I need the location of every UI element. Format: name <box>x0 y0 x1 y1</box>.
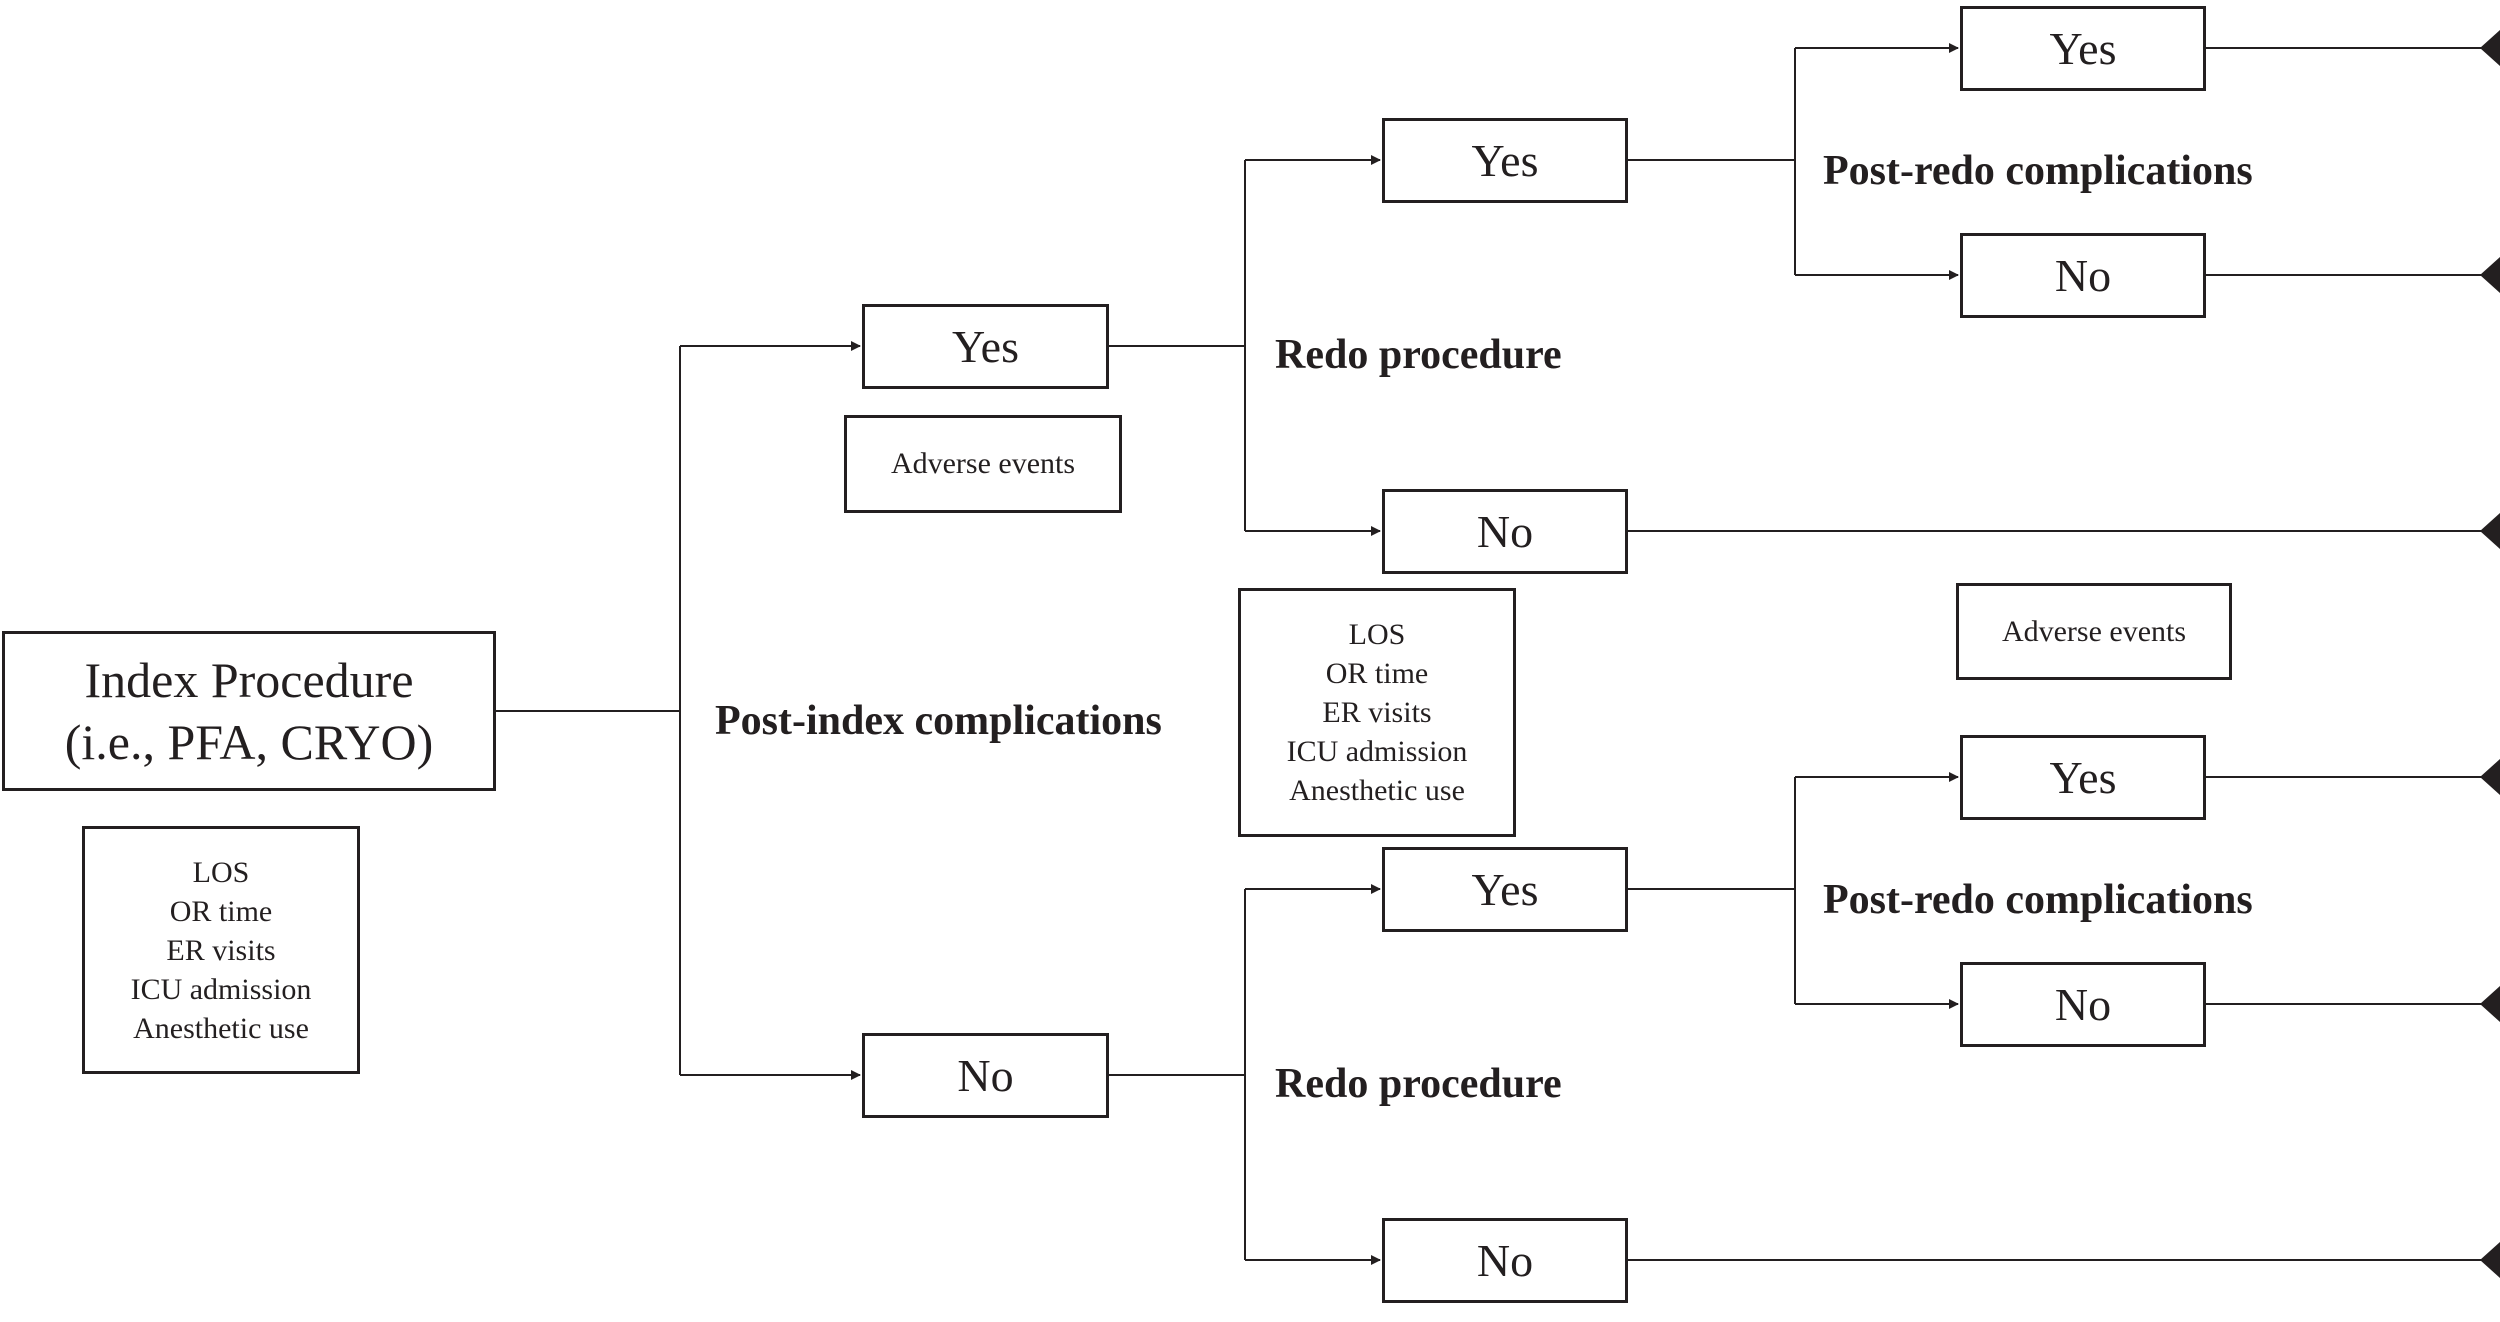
terminal-node-4 <box>2480 759 2500 795</box>
metric-item: LOS <box>192 855 250 889</box>
post-index-yes-label: Yes <box>952 321 1019 372</box>
redo-lower-no-box: No <box>1382 1218 1628 1303</box>
adverse-events-right-box: Adverse events <box>1956 583 2232 680</box>
post-redo-lower-no-box: No <box>1960 962 2206 1047</box>
metric-item: OR time <box>1325 657 1429 690</box>
post-redo-upper-yes-box: Yes <box>1960 6 2206 91</box>
metric-item: Anesthetic use <box>1289 774 1465 807</box>
redo-lower-yes-box: Yes <box>1382 847 1628 932</box>
redo-lower-no-label: No <box>1476 1235 1534 1286</box>
post-redo-upper-label: Post-redo complications <box>1823 148 2253 194</box>
metric-item: LOS <box>1348 618 1406 651</box>
metric-item: ER visits <box>166 933 276 967</box>
index-procedure-title: Index Procedure <box>84 651 414 708</box>
post-redo-lower-yes-label: Yes <box>2049 752 2117 803</box>
metric-item: OR time <box>169 894 273 928</box>
redo-procedure-upper-label: Redo procedure <box>1275 332 1562 378</box>
metric-item: ICU admission <box>1286 735 1468 768</box>
post-index-no-box: No <box>862 1033 1109 1118</box>
metric-item: ICU admission <box>130 972 312 1006</box>
redo-upper-no-label: No <box>1476 506 1534 557</box>
metric-item: Anesthetic use <box>133 1011 309 1045</box>
index-procedure-subtitle: (i.e., PFA, CRYO) <box>64 714 434 770</box>
metric-item: ER visits <box>1322 696 1432 729</box>
terminal-node-3 <box>2480 513 2500 549</box>
post-index-complications-label: Post-index complications <box>715 698 1162 744</box>
redo-upper-no-box: No <box>1382 489 1628 574</box>
terminal-node-6 <box>2480 1242 2500 1278</box>
index-metrics-box: LOS OR time ER visits ICU admission Anes… <box>82 826 360 1074</box>
terminal-node-5 <box>2480 986 2500 1022</box>
post-index-no-label: No <box>957 1050 1014 1101</box>
redo-lower-yes-label: Yes <box>1471 864 1539 915</box>
adverse-events-upper-label: Adverse events <box>890 447 1076 480</box>
post-redo-upper-no-box: No <box>1960 233 2206 318</box>
middle-metrics-box: LOS OR time ER visits ICU admission Anes… <box>1238 588 1516 837</box>
post-redo-lower-no-label: No <box>2054 979 2112 1030</box>
redo-upper-yes-box: Yes <box>1382 118 1628 203</box>
post-redo-upper-no-label: No <box>2054 250 2112 301</box>
terminal-node-2 <box>2480 257 2500 293</box>
post-redo-upper-yes-label: Yes <box>2049 23 2117 74</box>
redo-upper-yes-label: Yes <box>1471 135 1539 186</box>
index-procedure-box: Index Procedure (i.e., PFA, CRYO) <box>2 631 496 791</box>
post-redo-lower-yes-box: Yes <box>1960 735 2206 820</box>
adverse-events-upper-box: Adverse events <box>844 415 1122 513</box>
post-index-yes-box: Yes <box>862 304 1109 389</box>
redo-procedure-lower-label: Redo procedure <box>1275 1061 1562 1107</box>
terminal-node-1 <box>2480 30 2500 66</box>
adverse-events-right-label: Adverse events <box>2001 614 2187 648</box>
post-redo-lower-label: Post-redo complications <box>1823 877 2253 923</box>
